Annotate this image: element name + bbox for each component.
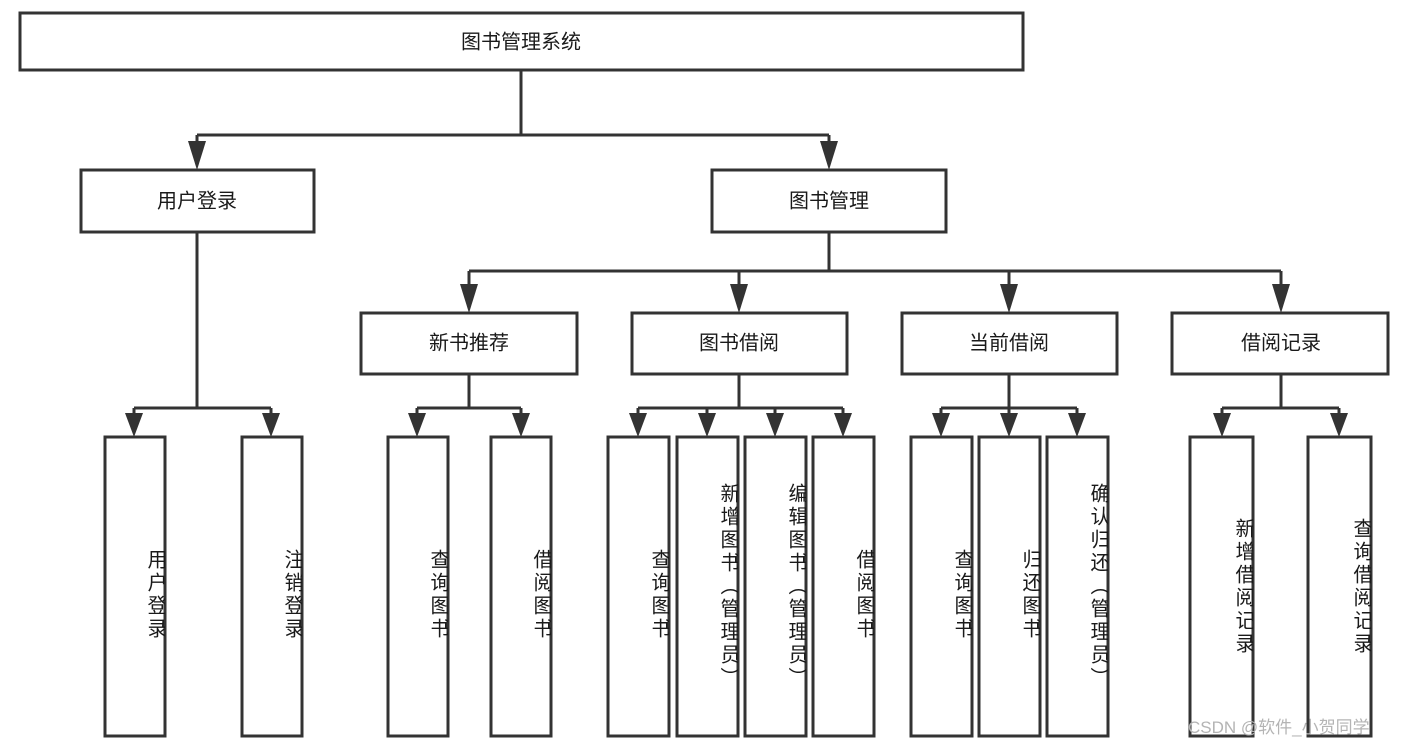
node-box-user-login[interactable] (79, 168, 316, 234)
arrow-head-leaf-query-book-2 (629, 413, 647, 437)
node-box-book-borrow[interactable] (630, 311, 849, 376)
node-box-new-book-recommend[interactable] (359, 311, 579, 376)
node-box-leaf-confirm-return[interactable] (1045, 435, 1110, 738)
arrow-head-book-borrow (730, 284, 748, 313)
node-box-leaf-query-book-1[interactable] (386, 435, 450, 738)
connector-group-currentborrow-to-leaves (932, 374, 1086, 437)
arrow-head-book-management (820, 141, 838, 170)
arrow-head-leaf-edit-book (766, 413, 784, 437)
node-box-leaf-user-login[interactable] (103, 435, 167, 738)
connector-group-userlogin-to-leaves (125, 232, 280, 437)
node-box-leaf-borrow-book-1[interactable] (489, 435, 553, 738)
node-box-leaf-add-record[interactable] (1188, 435, 1255, 738)
csdn-watermark: CSDN @软件_小贺同学 (1188, 718, 1370, 737)
arrow-head-leaf-confirm-return (1068, 413, 1086, 437)
arrow-head-leaf-borrow-book-2 (834, 413, 852, 437)
node-box-leaf-user-logout[interactable] (240, 435, 304, 738)
connector-group-bookmgmt-to-level3 (460, 232, 1290, 313)
arrow-head-leaf-borrow-book-1 (512, 413, 530, 437)
node-label-root: 图书管理系统 (461, 30, 581, 53)
node-box-current-borrow[interactable] (900, 311, 1119, 376)
node-box-leaf-borrow-book-2[interactable] (811, 435, 876, 738)
node-label-book-borrow: 图书借阅 (699, 331, 779, 354)
node-label-user-login: 用户登录 (157, 189, 237, 212)
arrow-head-leaf-query-book-3 (932, 413, 950, 437)
node-box-leaf-return-book[interactable] (977, 435, 1042, 738)
arrow-head-leaf-add-book (698, 413, 716, 437)
node-box-borrow-record[interactable] (1170, 311, 1390, 376)
arrow-head-current-borrow (1000, 284, 1018, 313)
node-box-leaf-query-record[interactable] (1306, 435, 1373, 738)
arrow-head-borrow-record (1272, 284, 1290, 313)
node-label-current-borrow: 当前借阅 (969, 331, 1049, 354)
arrow-head-leaf-return-book (1000, 413, 1018, 437)
node-box-leaf-query-book-3[interactable] (909, 435, 974, 738)
node-label-borrow-record: 借阅记录 (1241, 331, 1321, 354)
node-label-book-management: 图书管理 (789, 189, 869, 212)
arrow-head-leaf-user-login (125, 413, 143, 437)
node-box-leaf-add-book[interactable] (675, 435, 740, 738)
connector-group-borrowrecord-to-leaves (1213, 374, 1348, 437)
arrow-head-leaf-query-record (1330, 413, 1348, 437)
node-box-book-management[interactable] (710, 168, 948, 234)
node-box-leaf-query-book-2[interactable] (606, 435, 671, 738)
connector-group-root-to-level2 (188, 70, 838, 170)
arrow-head-leaf-query-book-1 (408, 413, 426, 437)
node-box-root[interactable] (18, 11, 1025, 72)
arrow-head-leaf-add-record (1213, 413, 1231, 437)
node-box-leaf-edit-book[interactable] (743, 435, 808, 738)
arrow-head-leaf-user-logout (262, 413, 280, 437)
node-label-new-book-recommend: 新书推荐 (429, 331, 509, 354)
arrow-head-new-book-recommend (460, 284, 478, 313)
arrow-head-user-login (188, 141, 206, 170)
connector-group-newbook-to-leaves (408, 374, 530, 437)
connector-group-bookborrow-to-leaves (629, 374, 852, 437)
